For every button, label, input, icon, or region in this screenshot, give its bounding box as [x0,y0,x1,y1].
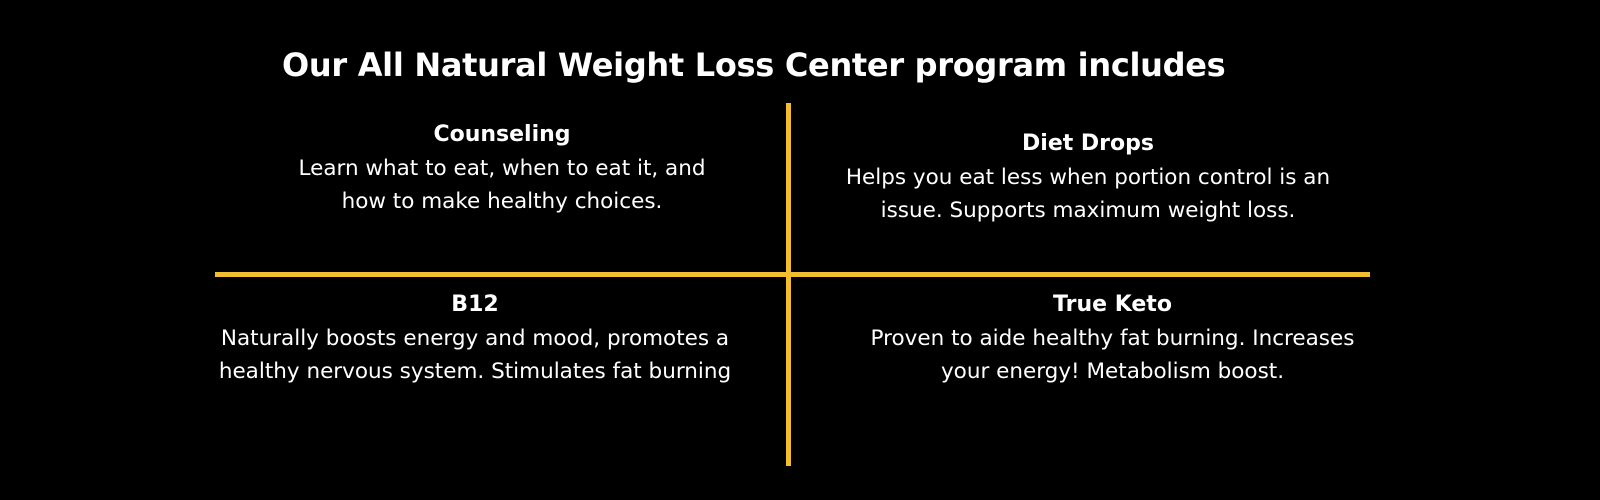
feature-diet-drops: Diet Drops Helps you eat less when porti… [808,129,1368,227]
feature-description-line: Helps you eat less when portion control … [845,165,1331,190]
vertical-divider [786,103,791,466]
feature-description-line: Proven to aide healthy fat burning. Incr… [870,326,1355,351]
feature-description: Helps you eat less when portion control … [808,161,1368,227]
feature-counseling: Counseling Learn what to eat, when to ea… [262,120,742,218]
feature-description: Learn what to eat, when to eat it, and h… [262,152,742,218]
feature-description-line: Learn what to eat, when to eat it, and [298,156,706,181]
feature-title: Counseling [433,122,571,147]
feature-description-line: how to make healthy choices. [341,189,663,214]
feature-title: B12 [451,292,499,317]
feature-description-line: issue. Supports maximum weight loss. [880,198,1296,223]
feature-true-keto: True Keto Proven to aide healthy fat bur… [830,290,1395,388]
feature-title: True Keto [1053,292,1172,317]
feature-description: Naturally boosts energy and mood, promot… [180,322,770,388]
feature-title: Diet Drops [1022,131,1154,156]
horizontal-divider [215,272,1370,277]
feature-b12: B12 Naturally boosts energy and mood, pr… [180,290,770,388]
feature-description-line: Naturally boosts energy and mood, promot… [220,326,730,351]
feature-description-line: healthy nervous system. Stimulates fat b… [218,359,732,384]
feature-description-line: your energy! Metabolism boost. [940,359,1285,384]
page-title: Our All Natural Weight Loss Center progr… [282,46,1226,84]
feature-description: Proven to aide healthy fat burning. Incr… [830,322,1395,388]
